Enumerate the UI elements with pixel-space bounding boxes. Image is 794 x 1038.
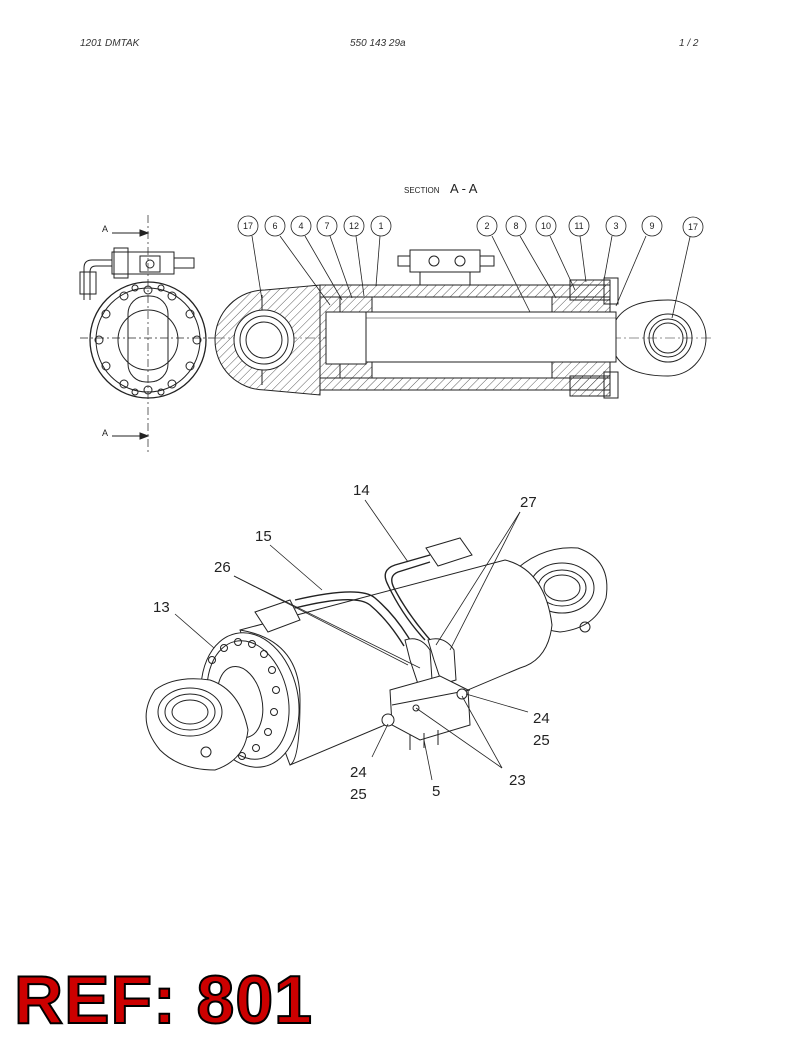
svg-text:10: 10 <box>541 221 551 231</box>
balloon: 7 <box>316 215 353 299</box>
callout-label: 25 <box>533 732 550 749</box>
svg-text:1: 1 <box>378 221 383 231</box>
cut-label-top: A <box>102 224 108 234</box>
callout-label: 25 <box>350 786 367 803</box>
ref-number-badge: REF: 801 <box>13 962 313 1038</box>
svg-text:24: 24 <box>533 710 550 727</box>
svg-text:15: 15 <box>255 528 272 545</box>
svg-text:24: 24 <box>350 764 367 781</box>
svg-text:23: 23 <box>509 772 526 789</box>
section-view <box>214 249 712 399</box>
balloon: 11 <box>568 215 590 283</box>
svg-text:25: 25 <box>533 732 550 749</box>
callout-label: 24 <box>465 693 550 727</box>
callout-label: 14 <box>353 482 409 563</box>
svg-text:13: 13 <box>153 599 170 616</box>
balloon: 3 <box>603 215 627 281</box>
callout-label: 15 <box>255 528 323 591</box>
svg-text:7: 7 <box>324 221 329 231</box>
svg-text:8: 8 <box>513 221 518 231</box>
isometric-view <box>145 537 608 771</box>
iso-callouts: 14 27 15 26 13 24 25 24 <box>153 482 550 803</box>
balloon: 8 <box>505 215 557 299</box>
callout-label: 26 <box>214 559 421 669</box>
balloon: 17 <box>237 215 263 301</box>
callout-label: 5 <box>423 739 440 800</box>
svg-text:2: 2 <box>484 221 489 231</box>
section-title: SECTION A - A <box>404 181 478 196</box>
header-page-number: 1 / 2 <box>679 38 699 49</box>
svg-text:26: 26 <box>214 559 231 576</box>
header-part-number: 550 143 29a <box>350 38 406 49</box>
header-left-code: 1201 DMTAK <box>80 38 140 49</box>
balloon: 9 <box>615 215 663 307</box>
callout-label: 23 <box>415 695 526 789</box>
callout-label: 27 <box>435 494 537 651</box>
balloon: 6 <box>264 215 331 306</box>
svg-text:A - A: A - A <box>450 181 478 196</box>
end-view: A A <box>79 215 215 452</box>
svg-text:3: 3 <box>613 221 618 231</box>
svg-text:25: 25 <box>350 786 367 803</box>
svg-text:11: 11 <box>574 221 583 231</box>
svg-text:5: 5 <box>432 783 440 800</box>
svg-text:12: 12 <box>349 221 359 231</box>
svg-text:17: 17 <box>688 222 698 232</box>
svg-text:14: 14 <box>353 482 370 499</box>
svg-text:4: 4 <box>298 221 303 231</box>
callout-label: 13 <box>153 599 215 649</box>
svg-text:27: 27 <box>520 494 537 511</box>
cut-label-bottom: A <box>102 428 108 438</box>
balloon: 10 <box>535 215 576 291</box>
balloon: 4 <box>290 215 343 301</box>
balloon: 1 <box>370 215 392 287</box>
svg-text:9: 9 <box>649 221 654 231</box>
svg-text:SECTION: SECTION <box>404 186 440 195</box>
section-balloons: 17 6 4 7 12 1 2 8 <box>237 215 704 319</box>
balloon: 17 <box>671 216 704 319</box>
svg-text:17: 17 <box>243 221 253 231</box>
callout-label: 24 <box>350 723 389 781</box>
balloon: 12 <box>343 215 365 297</box>
svg-text:6: 6 <box>272 221 277 231</box>
balloon: 2 <box>476 215 531 313</box>
